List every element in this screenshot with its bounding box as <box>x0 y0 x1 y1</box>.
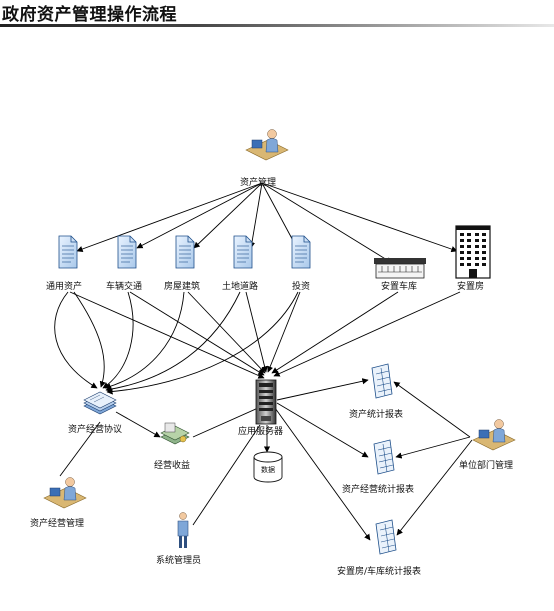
edge-mgmt-general <box>76 182 263 253</box>
app-server-label: 应用服务器 <box>238 425 283 437</box>
investment-document-icon <box>291 235 311 269</box>
operation-report-icon <box>373 439 395 475</box>
asset-report-label: 资产统计报表 <box>349 408 403 420</box>
database-icon <box>253 451 283 483</box>
edge-vehicles-agreement <box>102 291 134 389</box>
housing-building-icon <box>455 225 491 279</box>
edge-unit-opreport <box>395 436 471 459</box>
investment-label: 投资 <box>292 280 310 292</box>
edge-admin-server <box>192 424 261 526</box>
operation-report-label: 资产经营统计报表 <box>342 483 414 495</box>
asset-mgmt-label: 资产管理 <box>240 176 276 188</box>
asset-mgmt-user-icon <box>245 129 289 161</box>
general-assets-label: 通用资产 <box>46 280 82 292</box>
buildings-label: 房屋建筑 <box>164 280 200 292</box>
edge-opmgmt-agreement <box>59 421 101 477</box>
edge-land-server <box>245 291 268 373</box>
vehicles-label: 车辆交通 <box>106 280 142 292</box>
edge-invest-agreement <box>106 291 299 395</box>
edge-mgmt-garage <box>261 182 393 264</box>
income-label: 经营收益 <box>154 459 190 471</box>
edge-vehicles-server <box>129 291 265 376</box>
edge-unit-assetreport <box>393 381 471 438</box>
edge-income-server <box>192 407 259 438</box>
income-money-icon <box>160 422 190 445</box>
title-underline <box>0 24 554 27</box>
edge-mgmt-buildings <box>193 182 263 249</box>
asset-report-icon <box>371 363 393 399</box>
edge-unit-housingreport <box>396 439 473 536</box>
edge-mgmt-housing <box>261 182 458 253</box>
unit-dept-user-icon <box>472 419 516 451</box>
edge-mgmt-land <box>248 182 263 249</box>
vehicles-document-icon <box>117 235 137 269</box>
operation-mgmt-user-icon <box>43 477 87 509</box>
land-roads-label: 土地道路 <box>222 280 258 292</box>
database-label: 数据 <box>261 465 275 474</box>
edge-housing-server <box>273 291 461 377</box>
sys-admin-label: 系统管理员 <box>156 554 201 566</box>
agreement-label: 资产经营协议 <box>68 423 122 435</box>
general-assets-document-icon <box>58 235 78 269</box>
edge-land-agreement <box>105 291 241 393</box>
edge-mgmt-vehicles <box>136 182 263 249</box>
operation-mgmt-label: 资产经营管理 <box>30 517 84 529</box>
land-roads-document-icon <box>233 235 253 269</box>
edge-general-agreement <box>54 291 98 389</box>
edge-agreement-income <box>115 411 161 438</box>
housing-garage-report-icon <box>375 519 397 555</box>
edge-invest-server <box>267 291 301 373</box>
edge-general-server <box>69 291 265 379</box>
housing-label: 安置房 <box>457 280 484 292</box>
edge-garage-server <box>271 291 399 374</box>
garage-icon <box>374 258 426 279</box>
edge-server-housingreport <box>274 407 371 541</box>
edge-general-agreement-2 <box>73 291 106 388</box>
sys-admin-person-icon <box>177 512 189 548</box>
edge-mgmt-invest <box>261 182 298 249</box>
edge-server-assetreport <box>276 378 369 401</box>
edge-buildings-server <box>187 291 266 374</box>
edge-buildings-agreement <box>104 291 185 390</box>
agreement-stack-icon <box>83 391 117 415</box>
connectors <box>54 182 473 541</box>
page-title: 政府资产管理操作流程 <box>2 5 177 25</box>
app-server-icon <box>255 379 277 425</box>
unit-dept-label: 单位部门管理 <box>459 459 513 471</box>
buildings-document-icon <box>175 235 195 269</box>
housing-garage-report-label: 安置房/车库统计报表 <box>337 565 421 577</box>
edge-server-opreport <box>276 402 369 458</box>
garage-label: 安置车库 <box>381 280 417 292</box>
